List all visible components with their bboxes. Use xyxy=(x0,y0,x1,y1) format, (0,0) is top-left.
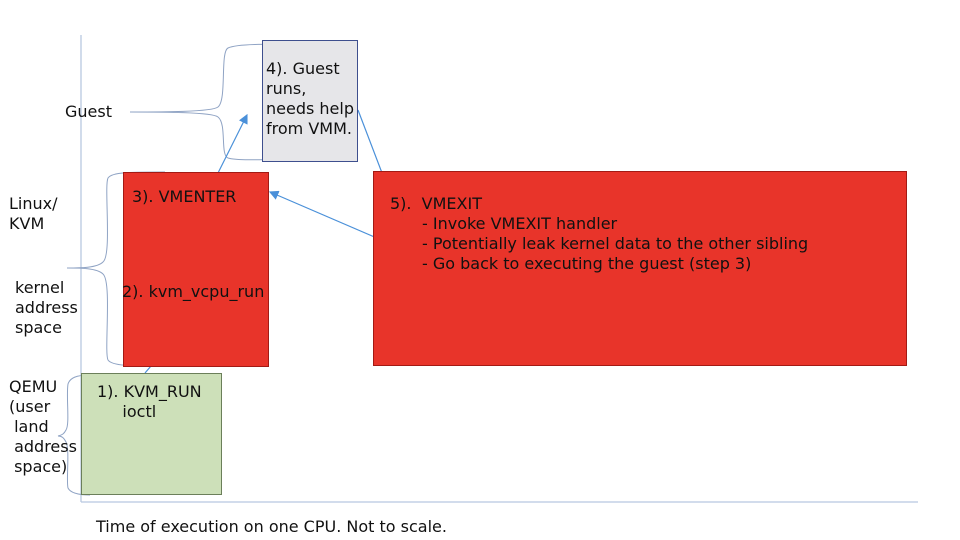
vmexit-box: 5). VMEXIT - Invoke VMEXIT handler - Pot… xyxy=(373,171,907,366)
footer-caption: Time of execution on one CPU. Not to sca… xyxy=(96,517,447,536)
arrow-vmenter-to-guest xyxy=(217,113,248,174)
qemu-box: 1). KVM_RUN ioctl xyxy=(81,373,222,495)
step2-text: 2). kvm_vcpu_run xyxy=(122,282,265,301)
guest-label: Guest xyxy=(65,102,112,121)
step4-text: 4). Guest runs, needs help from VMM. xyxy=(266,59,354,138)
kernel-address-space-label: kernel address space xyxy=(15,278,78,337)
step1-text: 1). KVM_RUN ioctl xyxy=(97,382,202,421)
step5-title: 5). VMEXIT xyxy=(390,194,482,213)
linux-kvm-label: Linux/ KVM xyxy=(9,194,58,233)
step5-item: - Go back to executing the guest (step 3… xyxy=(422,254,752,273)
kernel-box: 3). VMENTER 2). kvm_vcpu_run xyxy=(122,172,269,367)
qemu-label: QEMU (user land address space) xyxy=(9,377,77,476)
step5-item: - Potentially leak kernel data to the ot… xyxy=(422,234,809,253)
step3-text: 3). VMENTER xyxy=(132,187,237,206)
guest-brace xyxy=(129,43,356,161)
step5-item: - Invoke VMEXIT handler xyxy=(422,214,618,233)
guest-runs-box: 4). Guest runs, needs help from VMM. xyxy=(262,40,358,162)
qemu-brace xyxy=(57,374,91,496)
kernel-brace xyxy=(66,171,166,367)
